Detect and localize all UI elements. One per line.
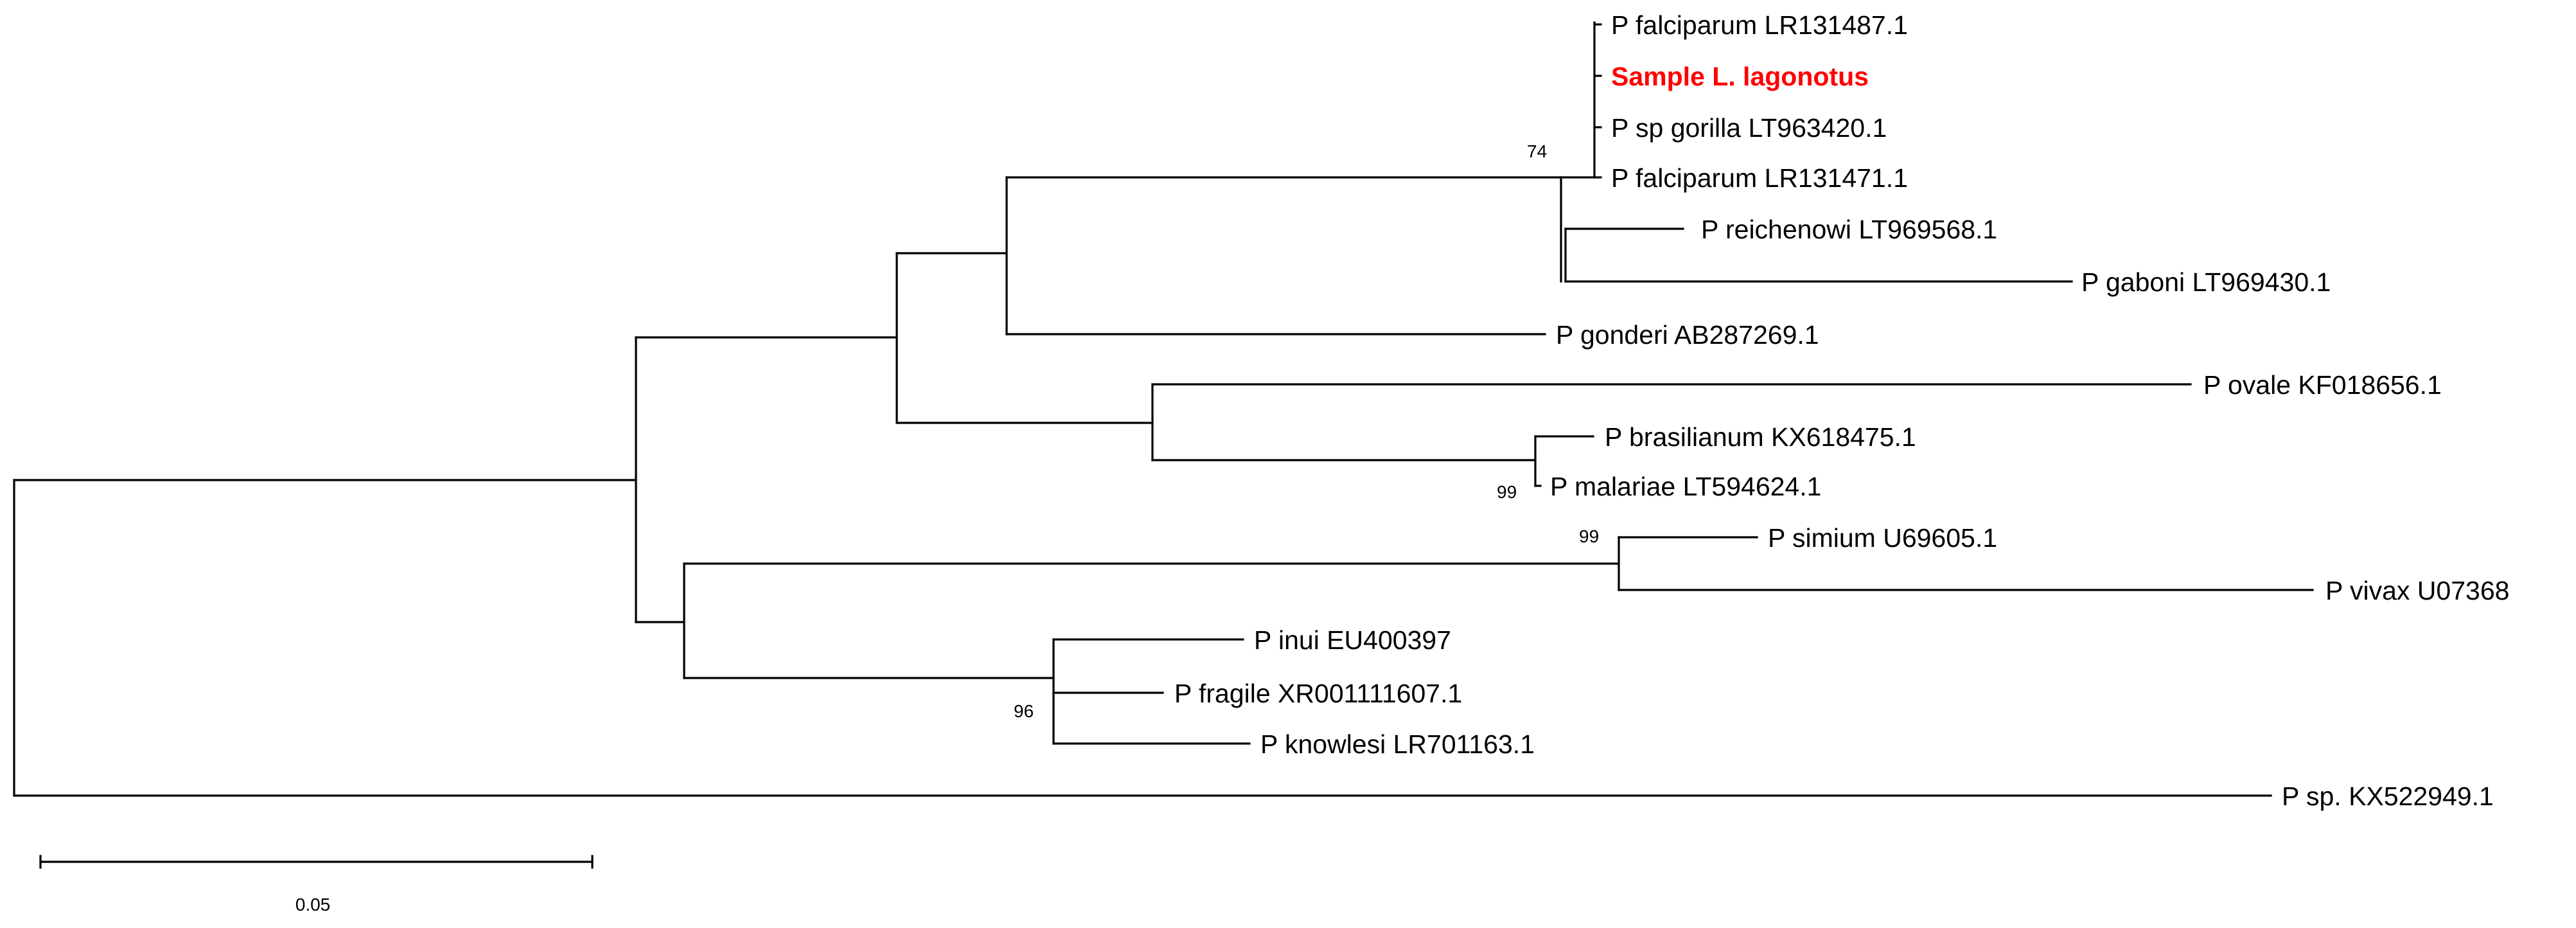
bootstrap-simium-vivax: 99: [1579, 526, 1599, 546]
taxon-p-inui: P inui EU400397: [1254, 625, 1451, 655]
taxon-labels: P falciparum LR131487.1 Sample L. lagono…: [1174, 10, 2509, 811]
taxon-p-fragile: P fragile XR001111607.1: [1174, 679, 1462, 708]
taxon-p-malariae: P malariae LT594624.1: [1550, 472, 1821, 501]
taxon-p-falciparum-lr131471: P falciparum LR131471.1: [1611, 163, 1908, 193]
taxon-p-ovale: P ovale KF018656.1: [2203, 370, 2442, 400]
taxon-p-gonderi: P gonderi AB287269.1: [1556, 320, 1819, 350]
taxon-p-brasilianum: P brasilianum KX618475.1: [1605, 422, 1916, 452]
tree-branches: [13, 21, 2314, 797]
taxon-p-gaboni: P gaboni LT969430.1: [2081, 267, 2331, 297]
bootstrap-brasilianum-malariae: 99: [1497, 482, 1517, 502]
bootstrap-falciparum-clade: 74: [1527, 141, 1547, 161]
scale-bar-label: 0.05: [296, 895, 331, 915]
taxon-p-vivax: P vivax U07368: [2325, 576, 2509, 605]
scale-bar: 0.05: [39, 855, 594, 915]
taxon-p-knowlesi: P knowlesi LR701163.1: [1260, 729, 1535, 759]
taxon-p-simium: P simium U69605.1: [1768, 523, 1997, 553]
taxon-p-reichenowi: P reichenowi LT969568.1: [1701, 215, 1997, 244]
bootstrap-knowlesi-clade: 96: [1014, 701, 1034, 721]
taxon-p-sp-kx522949: P sp. KX522949.1: [2282, 781, 2494, 811]
taxon-p-sp-gorilla: P sp gorilla LT963420.1: [1611, 113, 1887, 143]
taxon-p-falciparum-lr131487: P falciparum LR131487.1: [1611, 10, 1908, 40]
taxon-sample-l-lagonotus: Sample L. lagonotus: [1611, 62, 1869, 91]
bootstrap-values: 74 99 99 96: [1014, 141, 1599, 721]
